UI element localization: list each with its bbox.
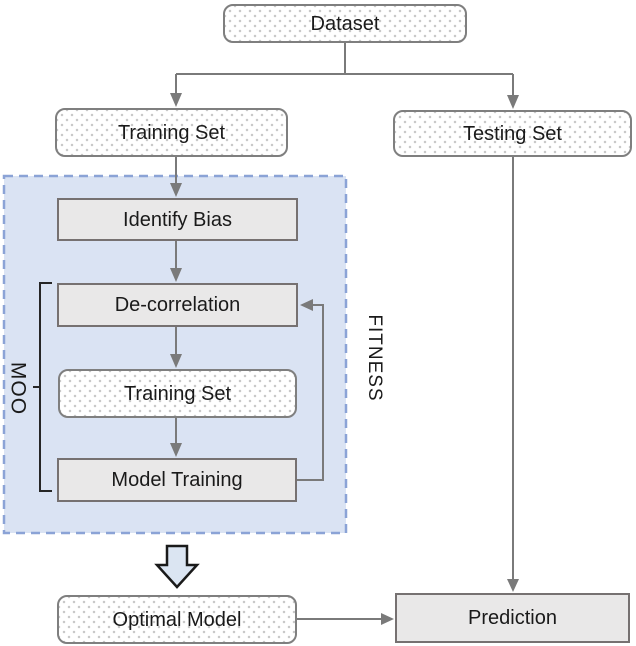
connector-fitness-feedback-loop [297, 304, 324, 481]
node-identify-bias: Identify Bias [57, 198, 298, 241]
arrowhead-into-training-set [170, 93, 182, 107]
node-model-training: Model Training [57, 458, 297, 502]
node-testing-set-label: Testing Set [463, 122, 562, 145]
arrowhead-into-identify-bias [170, 183, 182, 197]
arrowhead-into-model-training [170, 443, 182, 457]
connector-lines [175, 43, 514, 620]
node-training-set-inner: Training Set [58, 369, 297, 418]
moo-bracket [33, 282, 52, 492]
node-dataset: Dataset [223, 4, 467, 43]
arrowhead-into-de-correlation [170, 268, 182, 282]
node-testing-set: Testing Set [393, 110, 632, 157]
fitness-side-label: FITNESS [364, 314, 385, 402]
node-training-set-top: Training Set [55, 108, 288, 157]
node-prediction: Prediction [395, 593, 630, 643]
node-training-set-top-label: Training Set [117, 121, 226, 144]
arrowhead-into-inner-training-set [170, 354, 182, 368]
node-training-set-inner-label: Training Set [123, 382, 232, 405]
node-dataset-label: Dataset [310, 12, 380, 35]
node-prediction-label: Prediction [468, 607, 557, 629]
moo-side-label: MOO [6, 361, 30, 416]
arrowhead-feedback-into-de-correlation [300, 299, 313, 311]
node-model-training-label: Model Training [111, 469, 243, 491]
arrowhead-into-testing-set [507, 95, 519, 109]
node-identify-bias-label: Identify Bias [123, 208, 232, 231]
node-optimal-model-label: Optimal Model [112, 608, 242, 631]
node-de-correlation-label: De-correlation [114, 294, 241, 316]
arrowhead-into-prediction-top [507, 579, 519, 592]
node-de-correlation: De-correlation [57, 283, 298, 327]
arrowheads [170, 93, 519, 625]
arrowhead-into-prediction-left [381, 613, 394, 625]
block-down-arrow-icon [154, 544, 200, 589]
node-optimal-model: Optimal Model [57, 595, 297, 644]
